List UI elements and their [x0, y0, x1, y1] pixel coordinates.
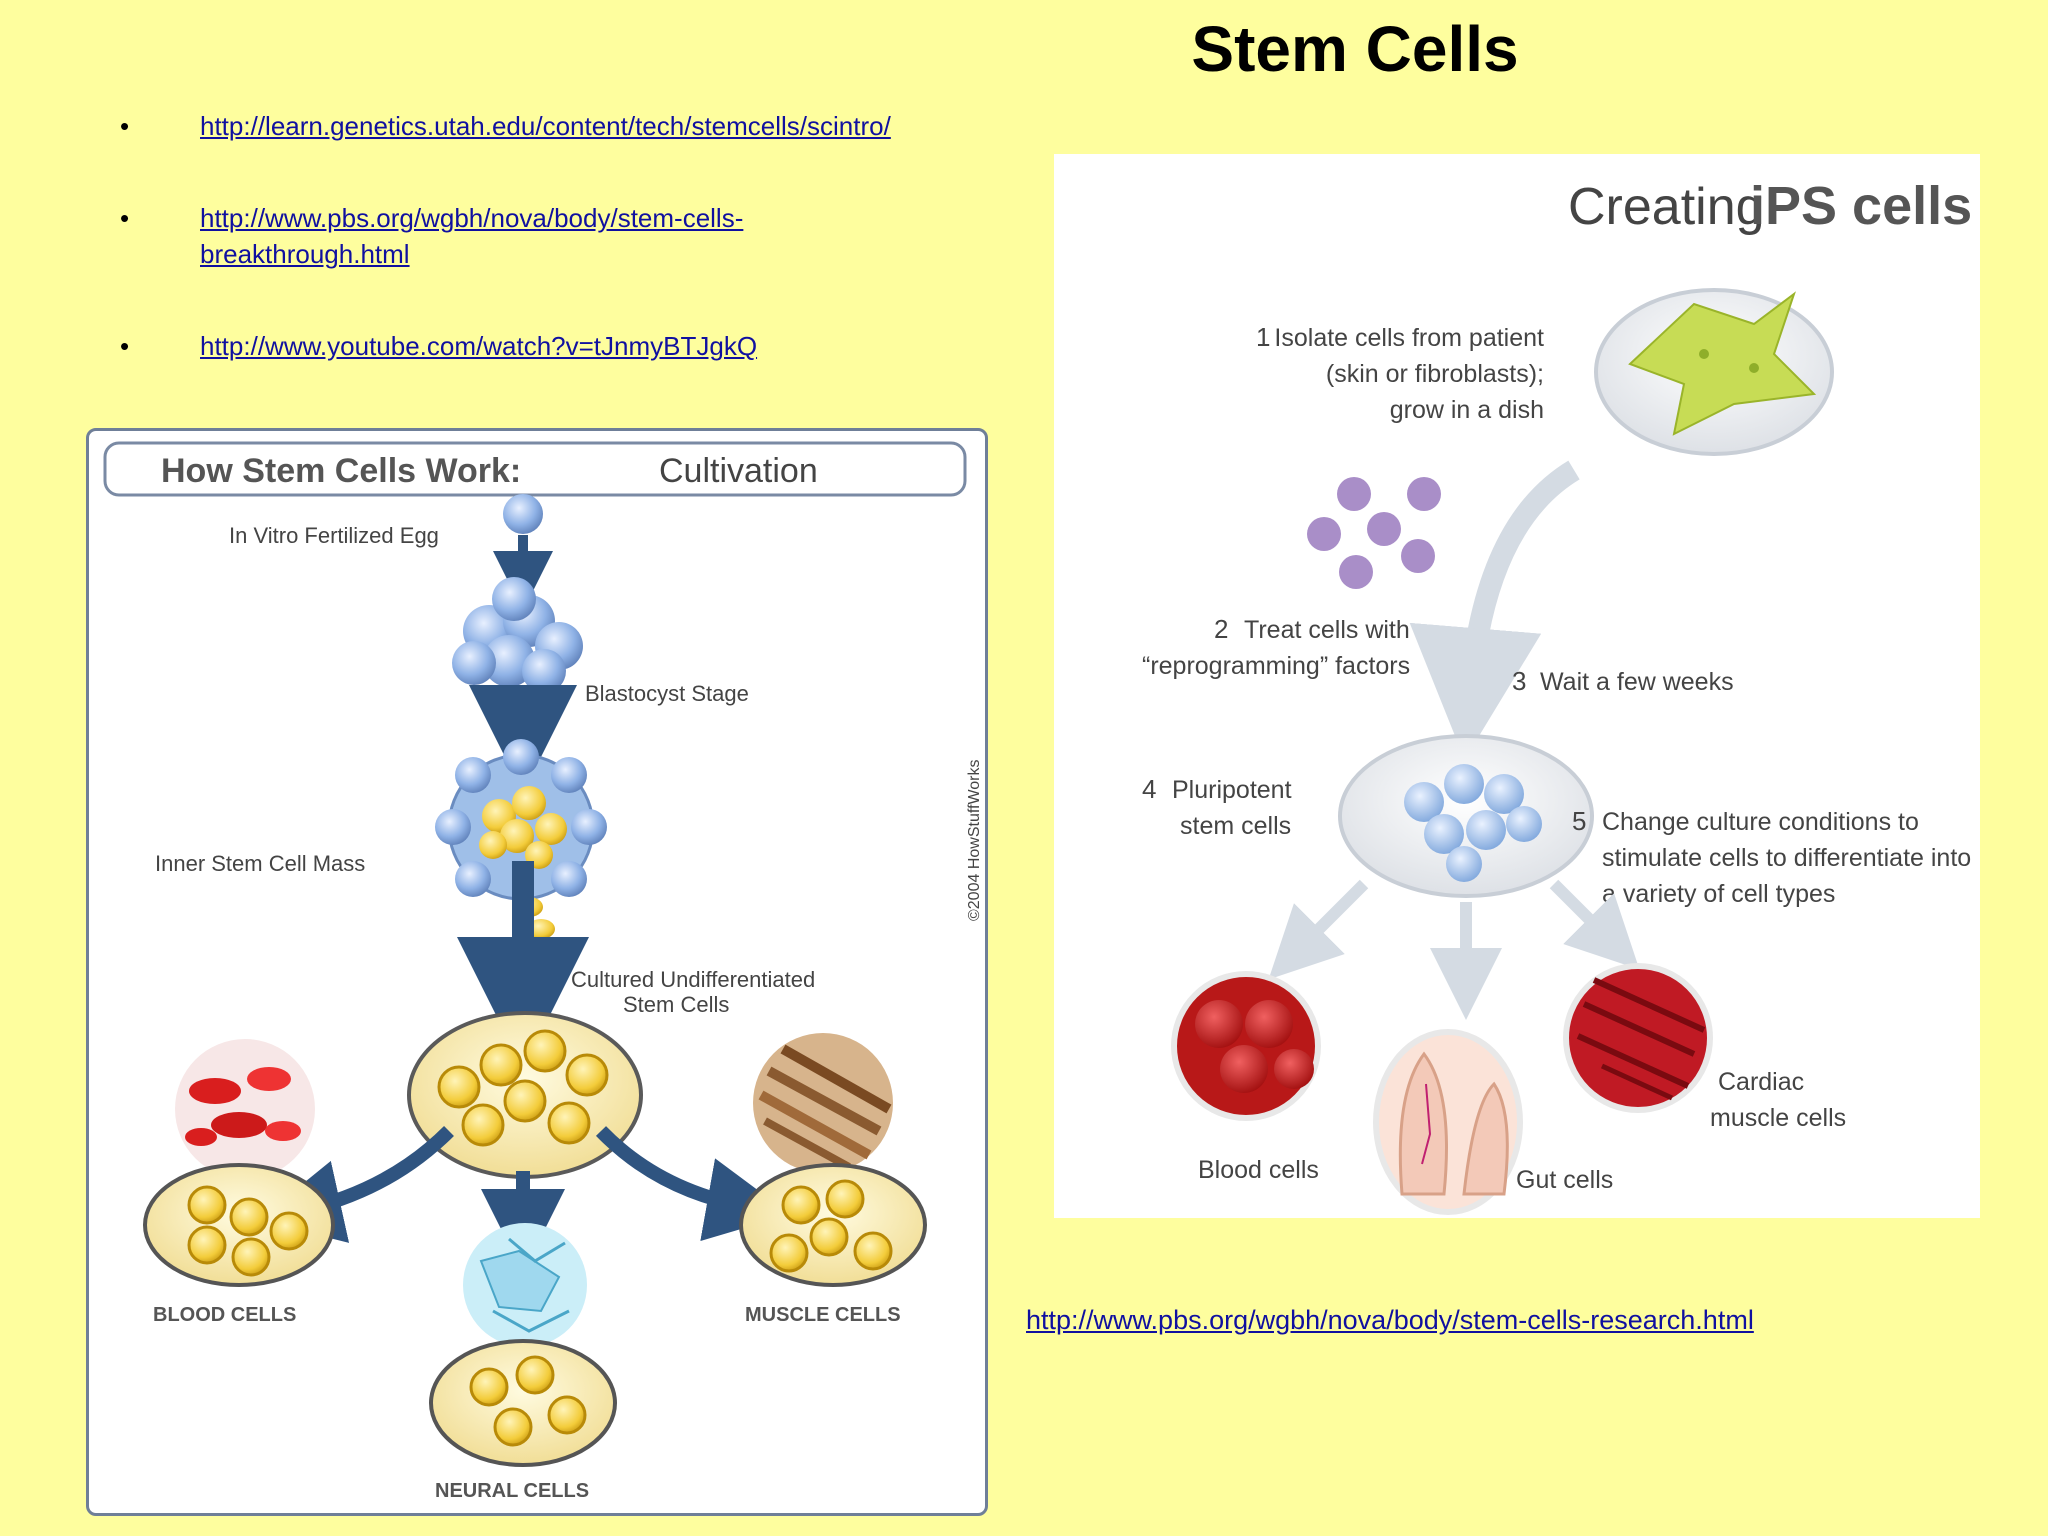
link-line: breakthrough.html: [200, 239, 410, 269]
egg-label: In Vitro Fertilized Egg: [229, 523, 439, 548]
arrow-icon: [1549, 879, 1640, 970]
patient-dish-icon: [1594, 288, 1834, 456]
muscle-dish-icon: [739, 1163, 927, 1287]
neural-label: NEURAL CELLS: [435, 1480, 589, 1502]
blood-label: BLOOD CELLS: [153, 1304, 296, 1326]
arrow-icon: [1268, 879, 1369, 980]
ips-diagram: Creating iPS cells 1 Isolate cells from …: [1054, 154, 1980, 1218]
ips-cardiac-label-1: Cardiac: [1718, 1068, 1804, 1096]
step5-line: a variety of cell types: [1602, 880, 1835, 908]
link-item: http://www.pbs.org/wgbh/nova/body/stem-c…: [100, 200, 1000, 272]
cultivation-graphic: How Stem Cells Work: Cultivation In Vitr…: [103, 441, 983, 1502]
step1-line: (skin or fibroblasts);: [1326, 360, 1544, 388]
egg-icon: [503, 494, 543, 534]
ips-title-light: Creating: [1568, 178, 1765, 236]
step-number: 5: [1572, 806, 1586, 836]
ips-blood-label: Blood cells: [1198, 1156, 1319, 1184]
cardiac-cell-icon: [1563, 963, 1713, 1113]
inner-mass-icon: [435, 739, 607, 901]
step2-line: “reprogramming” factors: [1142, 652, 1410, 680]
cultivation-title-bold: How Stem Cells Work:: [161, 452, 521, 490]
link-item: http://www.youtube.com/watch?v=tJnmyBTJg…: [100, 328, 1000, 364]
step5-line: stimulate cells to differentiate into: [1602, 844, 1971, 872]
step-number: 3: [1512, 666, 1526, 696]
pbs-breakthrough-link[interactable]: http://www.pbs.org/wgbh/nova/body/stem-c…: [200, 203, 743, 269]
muscle-tissue-icon: [753, 1033, 893, 1173]
step-number: 4: [1142, 774, 1156, 804]
blastocyst-icon: [452, 577, 583, 693]
link-list: http://learn.genetics.utah.edu/content/t…: [100, 108, 1000, 420]
step1-line: Isolate cells from patient: [1274, 324, 1544, 352]
cultivation-diagram: How Stem Cells Work: Cultivation In Vitr…: [86, 428, 988, 1516]
neural-tissue-icon: [463, 1223, 587, 1347]
genetics-utah-link[interactable]: http://learn.genetics.utah.edu/content/t…: [200, 111, 891, 141]
step1-line: grow in a dish: [1390, 396, 1544, 424]
cultured-label-2: Stem Cells: [623, 992, 729, 1017]
neural-dish-icon: [429, 1339, 617, 1467]
credit-label: ©2004 HowStuffWorks: [966, 760, 983, 922]
blood-cell-icon: [175, 1039, 315, 1179]
ips-title-bold: iPS cells: [1750, 176, 1972, 236]
inner-mass-label: Inner Stem Cell Mass: [155, 851, 365, 876]
arrow-icon: [1409, 460, 1580, 760]
link-line: http://www.pbs.org/wgbh/nova/body/stem-c…: [200, 203, 744, 233]
step4-line: stem cells: [1180, 812, 1291, 840]
cultivation-title-light: Cultivation: [659, 452, 818, 490]
step2-line: Treat cells with: [1244, 616, 1410, 644]
slide-title: Stem Cells: [1191, 13, 1519, 85]
blood-dish-icon: [143, 1163, 335, 1287]
step-number: 1: [1256, 322, 1270, 352]
link-item: http://learn.genetics.utah.edu/content/t…: [100, 108, 1000, 144]
cultured-label-1: Cultured Undifferentiated: [571, 967, 815, 992]
title-frame: [103, 441, 967, 497]
reprogramming-factor-icon: [1307, 477, 1441, 589]
pluripotent-dish-icon: [1338, 734, 1594, 898]
blood-cell-icon: [1171, 971, 1321, 1121]
step-number: 2: [1214, 614, 1228, 644]
youtube-link[interactable]: http://www.youtube.com/watch?v=tJnmyBTJg…: [200, 331, 758, 361]
arrow-icon: [595, 1126, 791, 1241]
step4-line: Pluripotent: [1172, 776, 1292, 804]
ips-cardiac-label-2: muscle cells: [1710, 1104, 1846, 1132]
blastocyst-label: Blastocyst Stage: [585, 681, 749, 706]
step5-line: Change culture conditions to: [1602, 808, 1919, 836]
muscle-label: MUSCLE CELLS: [745, 1304, 901, 1326]
culture-dish-icon: [407, 1011, 643, 1179]
ips-graphic: Creating iPS cells 1 Isolate cells from …: [1142, 176, 1972, 1215]
ips-gut-label: Gut cells: [1516, 1166, 1613, 1194]
pbs-research-link[interactable]: http://www.pbs.org/wgbh/nova/body/stem-c…: [1026, 1305, 1754, 1335]
step3-text: Wait a few weeks: [1540, 668, 1734, 696]
gut-cell-icon: [1373, 1029, 1523, 1215]
